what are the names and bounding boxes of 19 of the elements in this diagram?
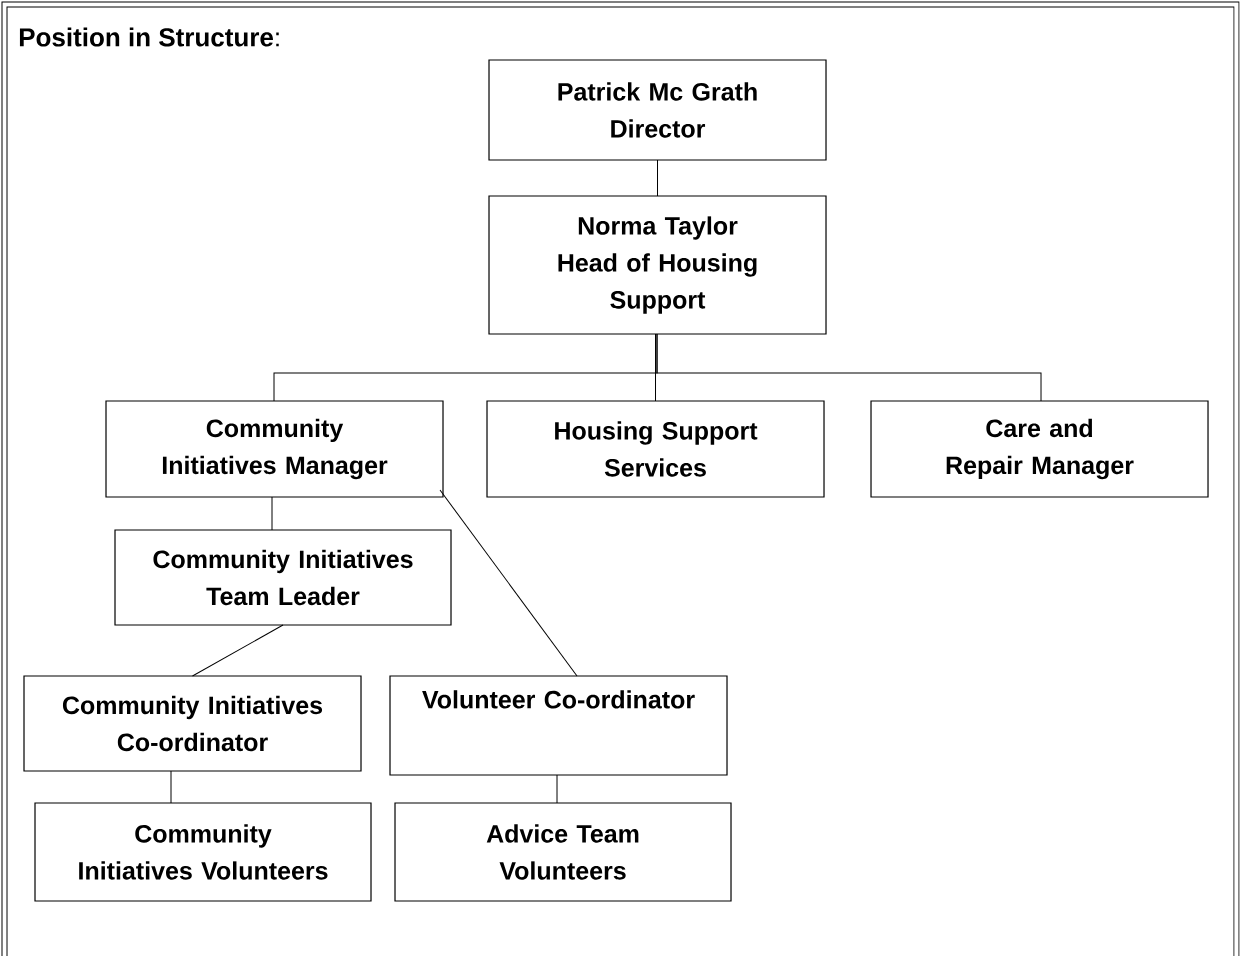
connector-line [556,774,558,804]
role-box: Community Initiatives Volunteers [34,802,372,902]
connector-line [192,624,284,677]
role-box: Community Initiatives Manager [105,400,444,498]
role-box: Norma Taylor Head of Housing Support [488,195,827,335]
connector-line [656,333,1042,402]
role-box: Advice Team Volunteers [394,802,732,902]
role-box: Volunteer Co-ordinator [389,675,728,776]
role-box: Community Initiatives Team Leader [114,529,452,626]
role-box: Patrick Mc Grath Director [488,59,827,161]
connector-line [271,496,273,531]
role-box: Community Initiatives Co-ordinator [23,675,362,772]
connector-line [655,333,656,402]
connector-line [439,489,578,677]
role-box: Housing Support Services [486,400,825,498]
title: Position in Structure: [19,27,279,47]
role-box: Care and Repair Manager [870,400,1209,498]
connector-line [657,159,658,197]
connector-line [170,770,172,804]
